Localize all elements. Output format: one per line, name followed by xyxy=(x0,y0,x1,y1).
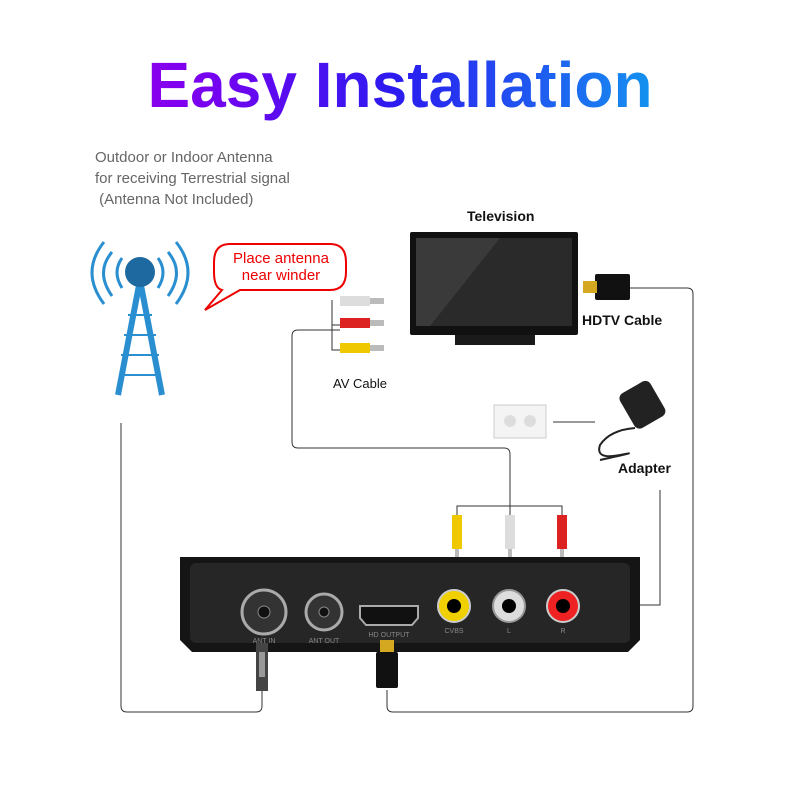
page-title: Easy Installation xyxy=(0,45,800,125)
antenna-plug-icon xyxy=(256,643,268,691)
antenna-icon xyxy=(90,241,190,396)
av-cable-line xyxy=(291,329,511,515)
speech-bubble xyxy=(204,243,347,311)
bubble-text: Place antenna near winder xyxy=(222,250,340,284)
av-tv-line xyxy=(331,300,340,351)
port-label: R xyxy=(560,628,565,635)
hdmi-plug-icon xyxy=(583,274,630,300)
adapter-line xyxy=(640,490,661,606)
wall-outlet-icon xyxy=(493,404,547,439)
port-label: ANT OUT xyxy=(309,638,340,645)
av-split-line xyxy=(456,505,563,515)
bubble-line: Place antenna xyxy=(233,250,329,267)
bubble-line: near winder xyxy=(241,267,321,284)
antenna-note-line: for receiving Terrestrial signal xyxy=(95,170,290,187)
set-top-box: ANT IN ANT OUT HD OUTPUT CVBS L R xyxy=(180,557,640,652)
hdtv-cable-label: HDTV Cable xyxy=(582,312,663,328)
antenna-cable-line xyxy=(120,423,263,713)
av-cable-label: AV Cable xyxy=(333,376,387,391)
hdmi-cable-line xyxy=(386,287,694,713)
antenna-note: Outdoor or Indoor Antenna for receiving … xyxy=(95,147,290,210)
antenna-note-line: (Antenna Not Included) xyxy=(95,191,254,208)
adapter-icon xyxy=(598,380,666,461)
av-plugs-icon xyxy=(340,296,384,353)
connection-lines xyxy=(120,287,694,713)
port-label: CVBS xyxy=(444,628,463,635)
antenna-note-line: Outdoor or Indoor Antenna xyxy=(95,149,273,166)
hdmi-port xyxy=(359,605,419,626)
port-label: ANT IN xyxy=(253,638,276,645)
television-label: Television xyxy=(467,208,535,224)
port-label: L xyxy=(507,628,511,635)
rca-plugs-icon xyxy=(452,515,567,559)
hdmi-plug-bottom-icon xyxy=(376,640,398,688)
port-label: HD OUTPUT xyxy=(369,632,411,639)
television-icon xyxy=(410,232,578,345)
adapter-label: Adapter xyxy=(618,460,671,476)
